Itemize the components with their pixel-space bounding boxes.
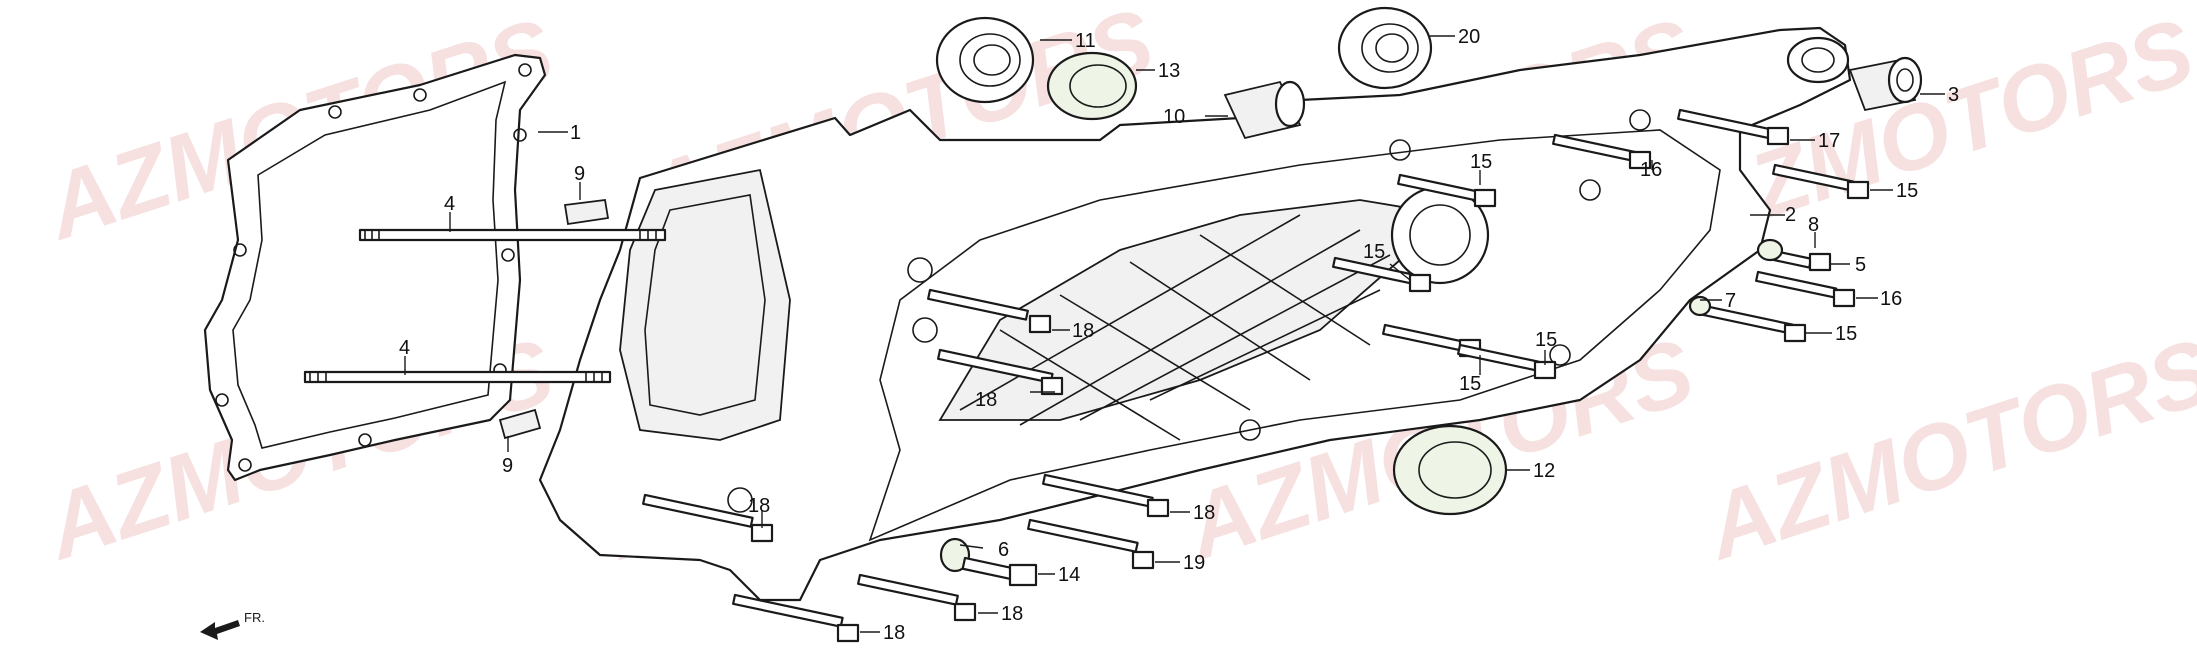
bushing-3 <box>1848 56 1923 112</box>
callout-18-bottom-left: 18 <box>883 622 905 644</box>
callout-15-right-bottom: 15 <box>1835 323 1857 345</box>
needle-bearing-10 <box>1223 80 1306 140</box>
bolt-19 <box>1027 518 1155 570</box>
callout-1: 1 <box>570 122 581 144</box>
callout-8: 8 <box>1808 214 1819 236</box>
bolt-5 <box>1756 238 1832 272</box>
callout-12: 12 <box>1533 460 1555 482</box>
bolt-18-bottom-right <box>1042 473 1170 518</box>
callout-18-upper: 18 <box>1072 320 1094 342</box>
front-label: FR. <box>244 610 265 625</box>
stud-lower <box>303 370 612 384</box>
callout-16-upper: 16 <box>1640 159 1662 181</box>
callout-18-lower-middle: 18 <box>1001 603 1023 625</box>
bearing-11 <box>935 16 1035 104</box>
callout-6: 6 <box>998 539 1009 561</box>
callout-4-lower: 4 <box>399 337 410 359</box>
callout-15-center-lower: 15 <box>1459 373 1481 395</box>
crankcase-half <box>538 26 1852 602</box>
callout-10: 10 <box>1163 106 1185 128</box>
callout-9-upper: 9 <box>574 163 585 185</box>
callout-14: 14 <box>1058 564 1080 586</box>
callout-9-lower: 9 <box>502 455 513 477</box>
callout-5: 5 <box>1855 254 1866 276</box>
callout-15-right-lower: 15 <box>1535 329 1557 351</box>
dowel-pin-upper <box>563 198 610 226</box>
bolts <box>642 108 1870 643</box>
bolt-15-right-lower <box>1457 343 1557 380</box>
callout-17: 17 <box>1818 130 1840 152</box>
front-direction-indicator: FR. <box>200 610 265 640</box>
leader-lines <box>404 35 1945 633</box>
bolt-18-upper <box>927 288 1052 334</box>
bolt-16-lower <box>1755 270 1856 308</box>
watermark: AZMOTORS <box>1693 320 2197 580</box>
callout-18-middle: 18 <box>975 389 997 411</box>
bolt-18-left <box>642 493 774 543</box>
arrow-left-icon <box>200 620 240 640</box>
stud-upper <box>358 228 667 242</box>
callout-18-left: 18 <box>748 495 770 517</box>
bolt-17 <box>1677 108 1790 146</box>
callout-16-lower: 16 <box>1880 288 1902 310</box>
bolt-18-middle <box>937 348 1064 396</box>
bolt-15-center <box>1332 256 1432 293</box>
callout-15-center-top: 15 <box>1470 151 1492 173</box>
callout-20: 20 <box>1458 26 1480 48</box>
callout-4-upper: 4 <box>444 193 455 215</box>
oil-seal-13 <box>1046 51 1138 121</box>
bearing-20 <box>1337 6 1433 90</box>
callout-11: 11 <box>1075 30 1096 52</box>
bolt-18-lower-middle <box>857 573 977 622</box>
bolt-15-right-bottom <box>1688 295 1807 343</box>
drain-bolt-14 <box>939 537 1038 587</box>
callout-15-right-upper: 15 <box>1896 180 1918 202</box>
callout-13: 13 <box>1158 60 1180 82</box>
callout-2: 2 <box>1785 204 1796 226</box>
callout-15-center: 15 <box>1363 241 1385 263</box>
callout-7: 7 <box>1725 290 1736 312</box>
bolt-18-bottom-left <box>732 593 860 643</box>
bolt-16-upper <box>1552 133 1652 170</box>
oil-seal-12 <box>1392 424 1508 516</box>
bolt-15-center-top <box>1397 173 1497 208</box>
dowel-pin-lower <box>498 408 542 440</box>
callout-numbers: 1 2 3 4 4 5 6 7 8 9 9 10 11 12 13 14 15 … <box>399 26 1959 644</box>
callout-3: 3 <box>1948 84 1959 106</box>
callout-18-bottom-right: 18 <box>1193 502 1215 524</box>
callout-19: 19 <box>1183 552 1205 574</box>
bolt-15-right-upper <box>1772 163 1870 200</box>
